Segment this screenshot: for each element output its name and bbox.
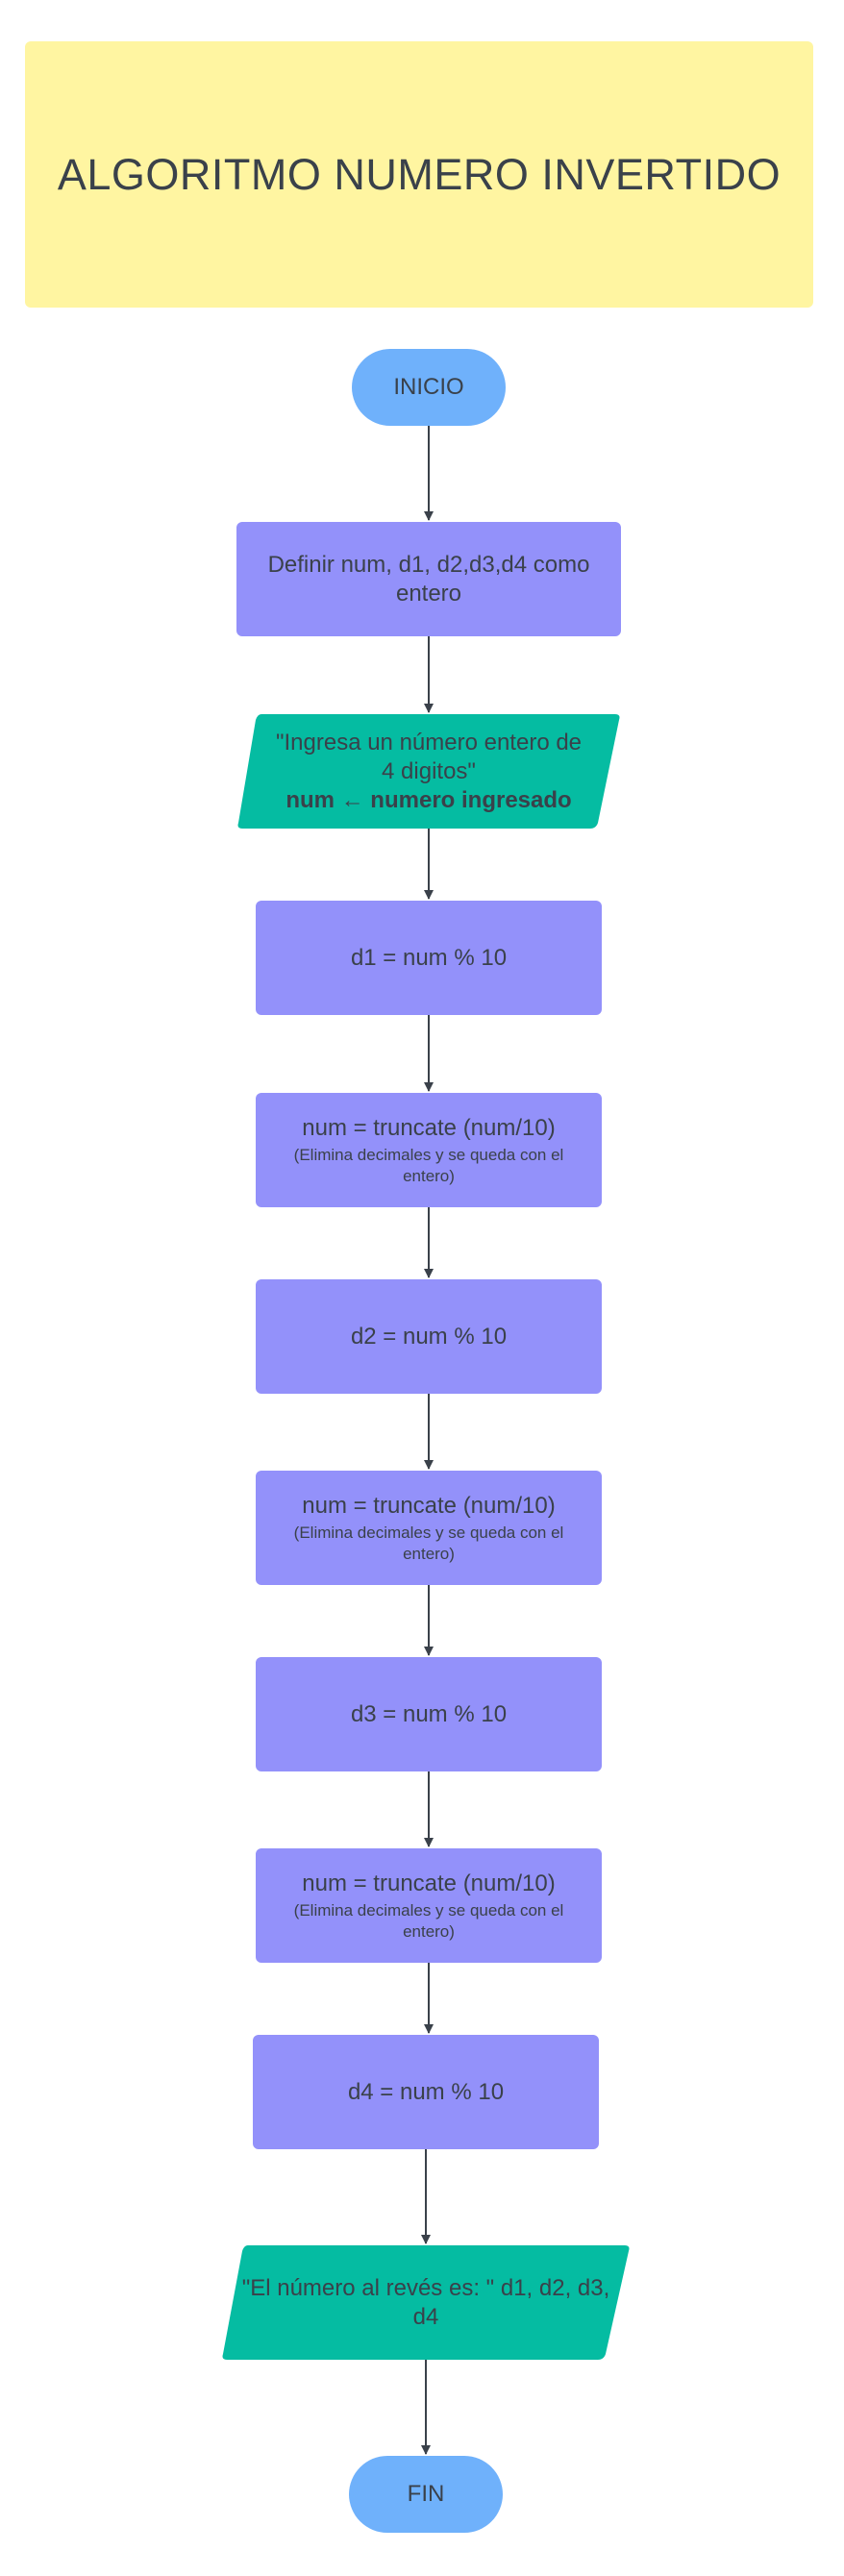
truncate-2-label: num = truncate (num/10) [302, 1492, 556, 1519]
truncate-1-label: num = truncate (num/10) [302, 1114, 556, 1141]
output-label: "El número al revés es: " d1, d2, d3, d4 [241, 2274, 610, 2330]
d4-label: d4 = num % 10 [347, 2078, 505, 2105]
d1-label: d1 = num % 10 [350, 944, 508, 971]
d2-step: d2 = num % 10 [256, 1279, 602, 1394]
truncate-step-2: num = truncate (num/10) (Elimina decimal… [256, 1471, 602, 1585]
truncate-step-1: num = truncate (num/10) (Elimina decimal… [256, 1093, 602, 1207]
start-terminal: INICIO [352, 349, 506, 426]
truncate-3-label: num = truncate (num/10) [302, 1870, 556, 1896]
diagram-title: ALGORITMO NUMERO INVERTIDO [57, 149, 782, 199]
d2-label: d2 = num % 10 [350, 1323, 508, 1350]
define-variables-label: Definir num, d1, d2,d3,d4 como entero [267, 551, 590, 607]
input-assign-label: num ← numero ingresado [285, 786, 572, 813]
output-parallelogram-shape [222, 2245, 630, 2360]
truncate-3-note: (Elimina decimales y se queda con el ent… [293, 1900, 564, 1941]
output-step: "El número al revés es: " d1, d2, d3, d4 [221, 2245, 631, 2360]
title-box: ALGORITMO NUMERO INVERTIDO [25, 41, 813, 308]
truncate-1-note: (Elimina decimales y se queda con el ent… [293, 1145, 564, 1185]
define-variables-step: Definir num, d1, d2,d3,d4 como entero [236, 522, 621, 636]
truncate-2-note: (Elimina decimales y se queda con el ent… [293, 1523, 564, 1563]
d1-step: d1 = num % 10 [256, 901, 602, 1015]
end-terminal: FIN [349, 2456, 503, 2533]
d3-step: d3 = num % 10 [256, 1657, 602, 1771]
input-parallelogram-shape [237, 714, 620, 829]
input-prompt-label: "Ingresa un número entero de 4 digitos" [275, 729, 583, 784]
end-label: FIN [407, 2481, 445, 2507]
input-step: "Ingresa un número entero de 4 digitos" … [236, 714, 621, 829]
d4-step: d4 = num % 10 [253, 2035, 599, 2149]
start-label: INICIO [393, 374, 464, 400]
truncate-step-3: num = truncate (num/10) (Elimina decimal… [256, 1848, 602, 1963]
d3-label: d3 = num % 10 [350, 1700, 508, 1727]
